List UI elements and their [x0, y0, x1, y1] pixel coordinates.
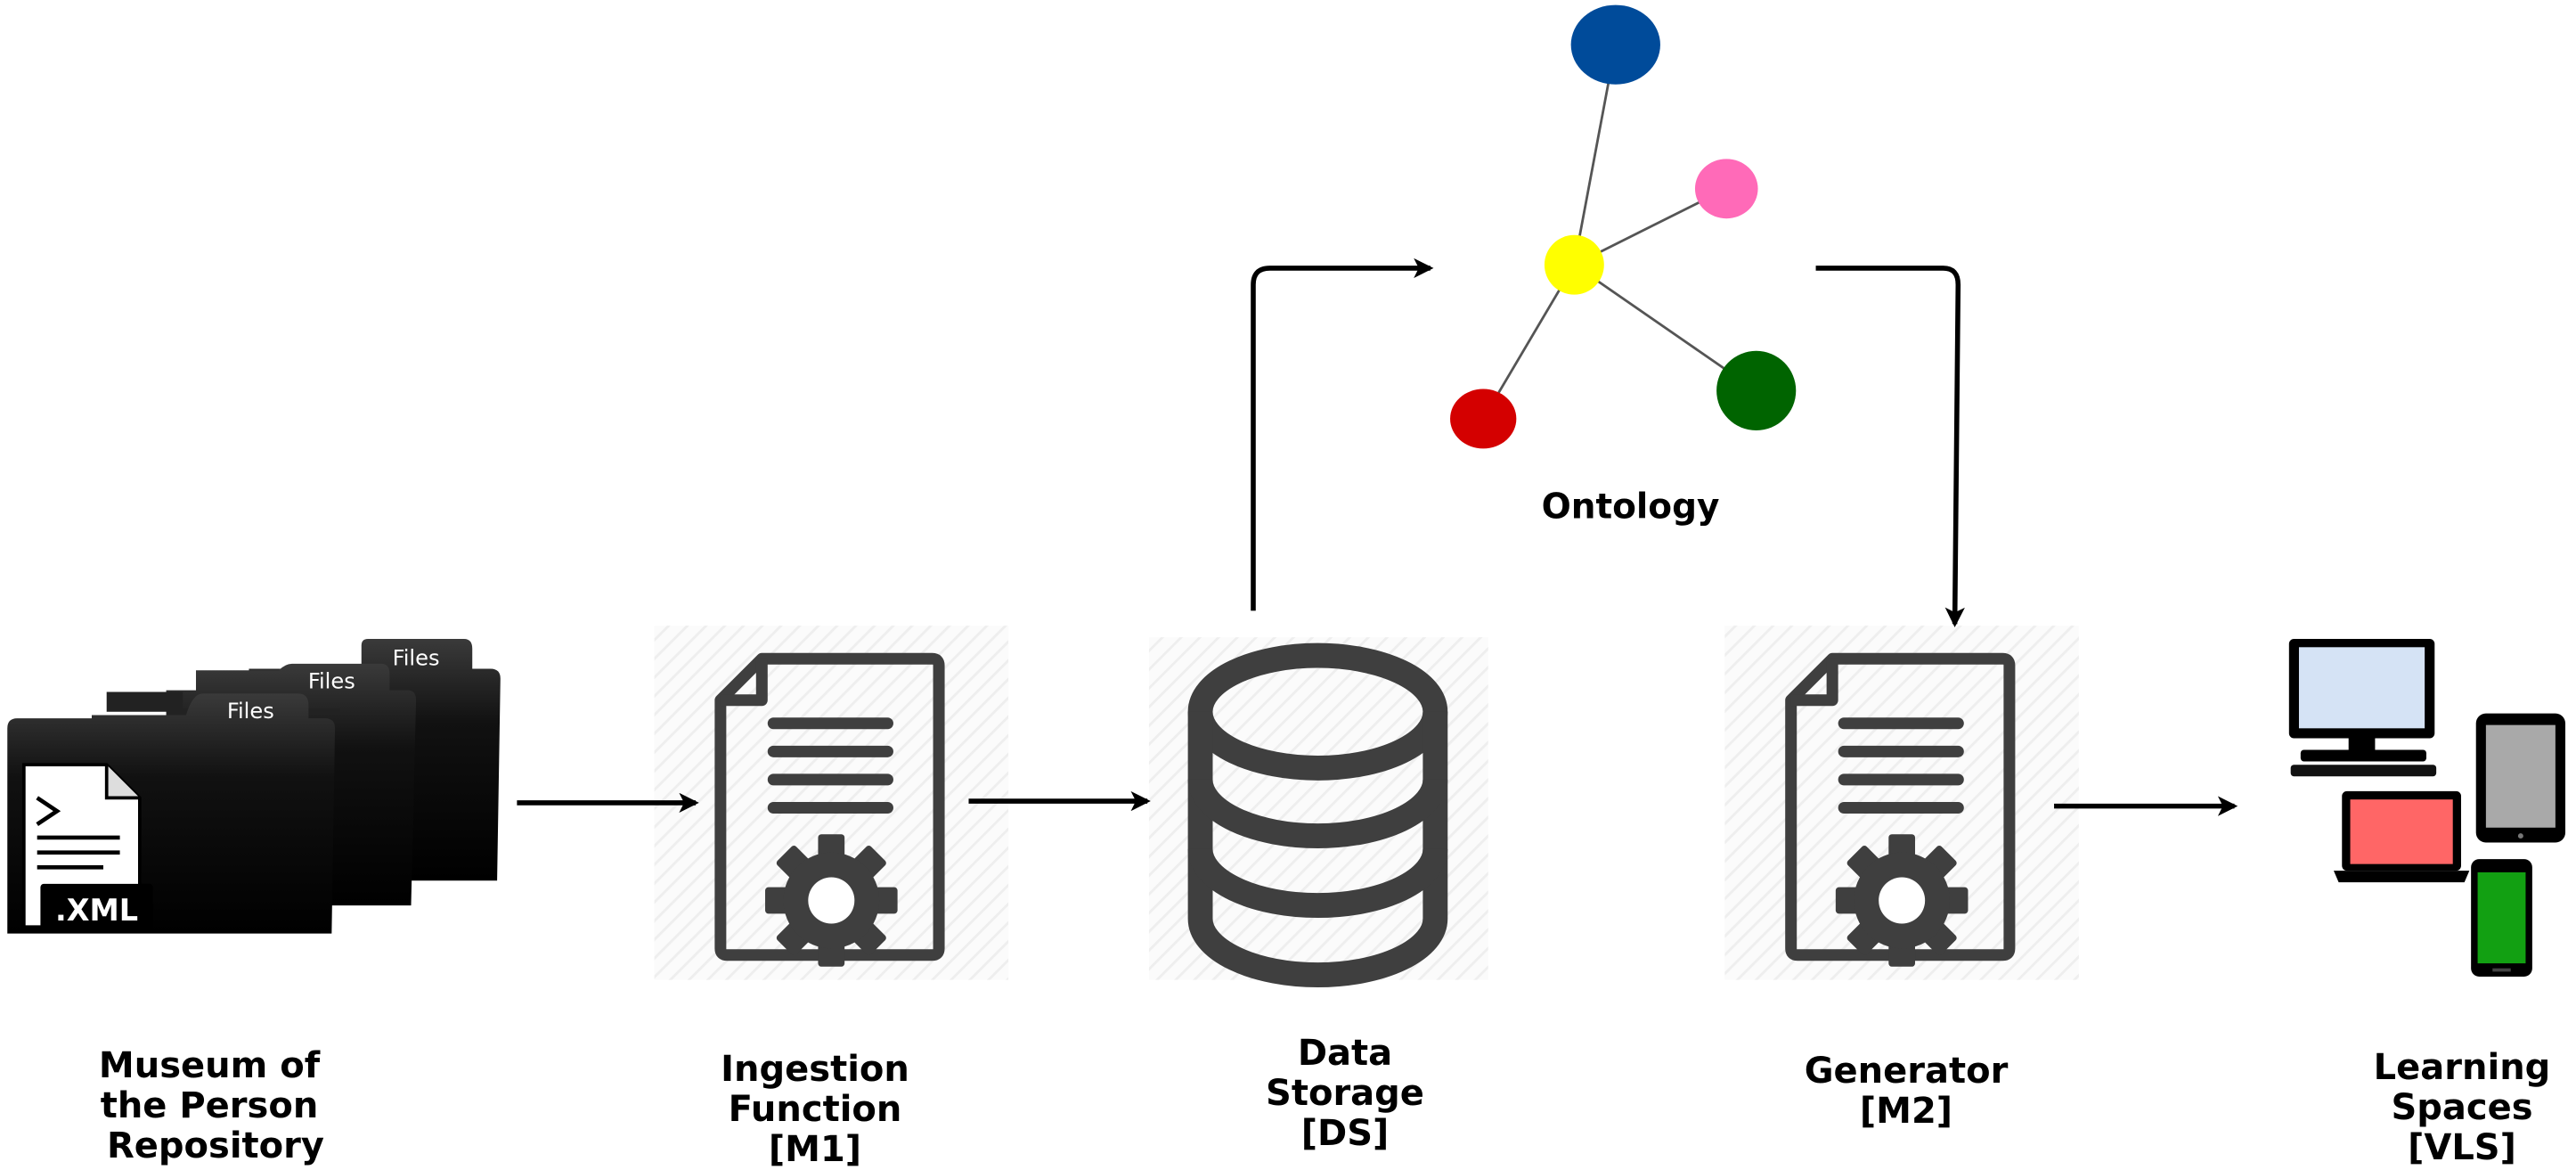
data-storage-icon [1148, 637, 1488, 988]
repository-label-line: Repository [94, 1125, 324, 1166]
laptop-icon [2333, 790, 2470, 883]
file-type-label: .XML [55, 893, 138, 928]
gear-icon [765, 834, 898, 967]
ontology-label: Ontology [1542, 487, 1720, 527]
learning-spaces-label-line: [VLS] [2408, 1127, 2516, 1168]
ingestion-label-line: [M1] [768, 1129, 862, 1170]
generator-label-line: Generator [1804, 1051, 2009, 1092]
ontology-node-green [1716, 350, 1797, 430]
ingestion-label: Ingestion Function [M1] [624, 1050, 1007, 1170]
learning-spaces-label-line: Spaces [2391, 1087, 2533, 1128]
ontology-node-blue [1570, 4, 1660, 85]
repository-label-line: Museum of [98, 1045, 321, 1086]
arrow-ontology-to-generator [1815, 266, 1965, 628]
folders-icon: Files Files Files .XML [7, 639, 501, 934]
ontology-graph [1450, 4, 1797, 449]
generator-label-line: [M2] [1859, 1091, 1953, 1132]
generator-icon [1724, 626, 2079, 980]
ingestion-function-icon [654, 626, 1009, 980]
storage-label-line: [DS] [1300, 1113, 1390, 1154]
storage-label: Data Storage [DS] [1153, 1034, 1537, 1154]
gear-icon [1835, 834, 1969, 967]
tablet-icon [2475, 713, 2566, 843]
phone-icon [2471, 859, 2532, 977]
devices-icon [2288, 639, 2566, 977]
learning-spaces-label-line: Learning [2373, 1047, 2551, 1088]
xml-file-icon: .XML [21, 763, 153, 930]
repository-label-line: the Person [100, 1085, 319, 1126]
ingestion-label-line: Ingestion [721, 1049, 909, 1090]
repository-label: Museum of the Person Repository [18, 1046, 401, 1166]
folder-tab-label: Files [308, 669, 355, 694]
ontology-node-pink [1694, 159, 1758, 219]
folder-tab-label: Files [227, 699, 274, 724]
ontology-node-yellow [1544, 234, 1604, 295]
generator-label: Generator [M2] [1715, 1051, 2098, 1132]
storage-label-line: Storage [1266, 1073, 1424, 1114]
arrow-storage-to-ontology [1251, 258, 1434, 611]
storage-label-line: Data [1297, 1033, 1393, 1074]
folder-tab-label: Files [393, 646, 440, 671]
ontology-node-red [1450, 389, 1517, 449]
desktop-monitor-icon [2288, 639, 2437, 777]
ingestion-label-line: Function [728, 1089, 902, 1130]
learning-spaces-label: Learning Spaces [VLS] [2270, 1048, 2576, 1168]
